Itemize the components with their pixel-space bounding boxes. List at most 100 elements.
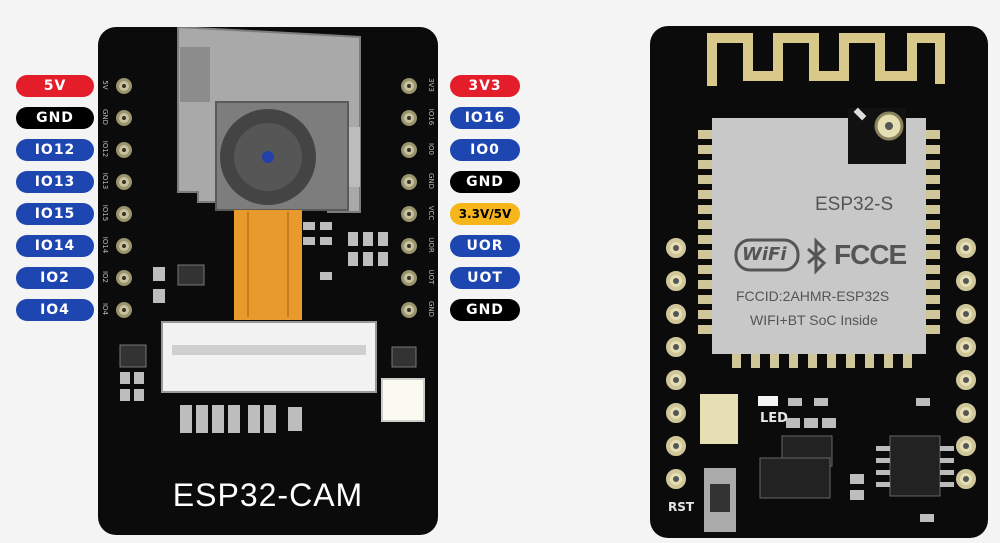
wifi-logo-text: WiFi	[742, 244, 787, 265]
gold-pad	[666, 304, 686, 324]
module-pad	[698, 145, 712, 154]
voltage-regulator	[759, 457, 831, 499]
pcb-antenna	[707, 33, 945, 86]
right-pin-label: IO16	[450, 107, 520, 129]
left-header-pin	[116, 142, 132, 158]
left-pin-label: IO13	[16, 171, 94, 193]
board-title: ESP32-CAM	[172, 477, 364, 513]
module-pad	[698, 175, 712, 184]
left-pin-silkscreen: IO12	[101, 140, 109, 158]
right-pin-label: IO0	[450, 139, 520, 161]
reset-button-cap	[710, 484, 730, 512]
module-pad	[865, 354, 874, 368]
module-pad	[903, 354, 912, 368]
led-label: LED	[760, 411, 788, 426]
module-pad	[846, 354, 855, 368]
transistor	[177, 264, 205, 286]
right-pin-silkscreen: UOT	[427, 269, 435, 285]
module-pad	[926, 265, 940, 274]
gold-pad	[956, 469, 976, 489]
left-header-pin	[116, 174, 132, 190]
front-board-graphics	[119, 27, 425, 433]
left-pin-silkscreen: GND	[101, 108, 109, 126]
left-header-pin	[116, 78, 132, 94]
left-header-pin	[116, 238, 132, 254]
module-pad	[926, 145, 940, 154]
module-pad	[926, 130, 940, 139]
module-pad	[698, 280, 712, 289]
status-led	[758, 396, 778, 406]
right-pin-label: 3V3	[450, 75, 520, 97]
module-pad	[926, 190, 940, 199]
gold-pad	[666, 370, 686, 390]
right-pin-silkscreen: VCC	[427, 205, 435, 221]
gold-pad	[956, 370, 976, 390]
right-pin-silkscreen: 3V3	[427, 78, 435, 92]
gold-pad	[956, 337, 976, 357]
left-pin-silkscreen: IO4	[101, 302, 109, 316]
right-header-pin	[401, 302, 417, 318]
left-pin-label: IO4	[16, 299, 94, 321]
module-description: WIFI+BT SoC Inside	[750, 312, 878, 328]
module-pad	[698, 310, 712, 319]
gold-pad	[666, 271, 686, 291]
module-pad	[926, 250, 940, 259]
ic-chip	[889, 435, 941, 497]
left-header-pin	[116, 270, 132, 286]
module-pad	[698, 160, 712, 169]
gold-pad	[666, 238, 686, 258]
module-pad	[698, 325, 712, 334]
crystal	[700, 394, 738, 444]
right-header-pin	[401, 78, 417, 94]
gold-pad	[666, 403, 686, 423]
right-header-pin	[401, 110, 417, 126]
camera-lens-center	[262, 151, 274, 163]
module-pad	[770, 354, 779, 368]
module-pad	[884, 354, 893, 368]
wifi-logo	[734, 238, 800, 272]
bluetooth-icon	[807, 237, 827, 275]
module-pad	[698, 220, 712, 229]
left-header-pin	[116, 110, 132, 126]
right-pin-silkscreen: IO16	[427, 108, 435, 126]
gold-pad	[666, 436, 686, 456]
left-pin-label: IO12	[16, 139, 94, 161]
module-pad	[827, 354, 836, 368]
right-header-pin	[401, 270, 417, 286]
right-pin-silkscreen: UOR	[427, 237, 435, 253]
gold-pad	[956, 403, 976, 423]
module-pad	[926, 310, 940, 319]
gold-pad	[666, 469, 686, 489]
module-pad	[751, 354, 760, 368]
left-pin-label: GND	[16, 107, 94, 129]
left-pin-silkscreen: IO14	[101, 236, 109, 254]
module-pad	[698, 265, 712, 274]
module-pad	[698, 205, 712, 214]
fccid-text: FCCID:2AHMR-ESP32S	[736, 288, 890, 304]
module-pad	[926, 205, 940, 214]
camera-flex-cable	[234, 210, 302, 320]
module-pad	[926, 175, 940, 184]
left-pin-label: IO2	[16, 267, 94, 289]
module-pad	[808, 354, 817, 368]
module-pad	[926, 295, 940, 304]
module-pad	[926, 235, 940, 244]
right-pin-label: GND	[450, 299, 520, 321]
gold-pad	[956, 271, 976, 291]
module-pad	[926, 280, 940, 289]
gold-pad	[956, 436, 976, 456]
module-pad	[698, 190, 712, 199]
gold-pad	[956, 238, 976, 258]
left-pin-label: 5V	[16, 75, 94, 97]
module-pad	[698, 295, 712, 304]
right-header-pin	[401, 142, 417, 158]
flash-led	[381, 378, 425, 422]
module-pad	[926, 160, 940, 169]
left-header-pin	[116, 302, 132, 318]
left-pin-silkscreen: IO15	[101, 204, 109, 222]
module-pad	[926, 220, 940, 229]
camera-connector	[161, 321, 377, 393]
gold-pad	[666, 337, 686, 357]
module-pad	[698, 235, 712, 244]
